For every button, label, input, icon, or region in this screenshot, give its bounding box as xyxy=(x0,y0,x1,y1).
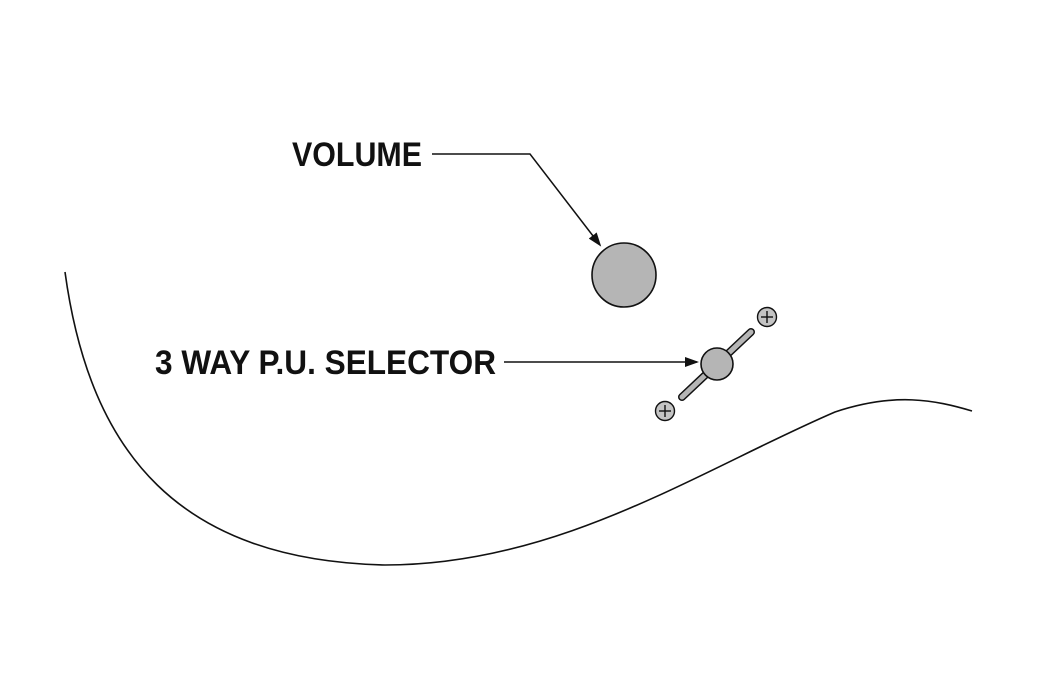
screw-icon xyxy=(654,400,676,422)
volume-label: VOLUME xyxy=(292,136,422,174)
selector-label: 3 WAY P.U. SELECTOR xyxy=(155,344,496,382)
screw-icon xyxy=(756,306,778,328)
selector-tip[interactable] xyxy=(700,347,734,381)
guitar-body-outline xyxy=(64,271,973,566)
volume-leader-line xyxy=(432,153,602,247)
volume-knob[interactable] xyxy=(591,242,657,308)
pickup-selector-switch[interactable] xyxy=(678,328,755,401)
